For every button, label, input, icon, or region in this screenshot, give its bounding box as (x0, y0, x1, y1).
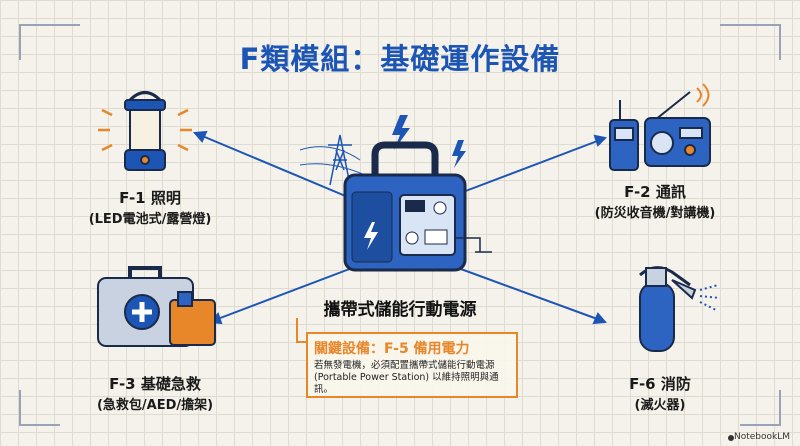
radio-icon (644, 83, 711, 167)
item-f6-fire: F-6 消防 (滅火器) (590, 373, 730, 413)
footer-brand: NotebookLM (733, 432, 790, 442)
item-f1-lighting: F-1 照明 (LED電池式/露營燈) (70, 187, 230, 227)
key-equipment-callout: 關鍵設備：F-5 備用電力 若無發電機，必須配置攜帶式儲能行動電源 (Porta… (306, 332, 518, 398)
item-subtitle: (急救包/AED/擔架) (96, 398, 214, 413)
power-pylon-icon (299, 134, 366, 186)
frame-corners (19, 24, 781, 426)
item-subtitle: (防災收音機/對講機) (594, 206, 716, 221)
item-title: F-3 基礎急救 (109, 375, 201, 393)
callout-heading: 關鍵設備：F-5 備用電力 (314, 341, 470, 357)
item-title: F-6 消防 (629, 375, 691, 393)
item-subtitle: (LED電池式/露營燈) (88, 212, 212, 227)
item-f2-communication: F-2 通訊 (防災收音機/對講機) (570, 181, 740, 221)
fire-extinguisher-icon (639, 266, 721, 352)
first-aid-kit-icon (97, 266, 216, 347)
notebooklm-logo-icon (728, 435, 734, 441)
item-subtitle: (滅火器) (634, 398, 686, 413)
item-f3-first-aid: F-3 基礎急救 (急救包/AED/擔架) (70, 373, 240, 413)
lightning-icon (392, 115, 410, 150)
page-title: F類模組：基礎運作設備 (239, 42, 561, 76)
lightning-icon (452, 140, 466, 168)
walkie-talkie-icon (609, 100, 639, 171)
power-station-icon (343, 141, 492, 272)
item-title: F-1 照明 (119, 189, 181, 207)
item-title: F-2 通訊 (624, 183, 686, 201)
lantern-icon (98, 91, 192, 171)
center-label: 攜帶式儲能行動電源 (323, 300, 477, 320)
callout-body: 若無發電機，必須配置攜帶式儲能行動電源 (Portable Power Stat… (314, 360, 499, 395)
